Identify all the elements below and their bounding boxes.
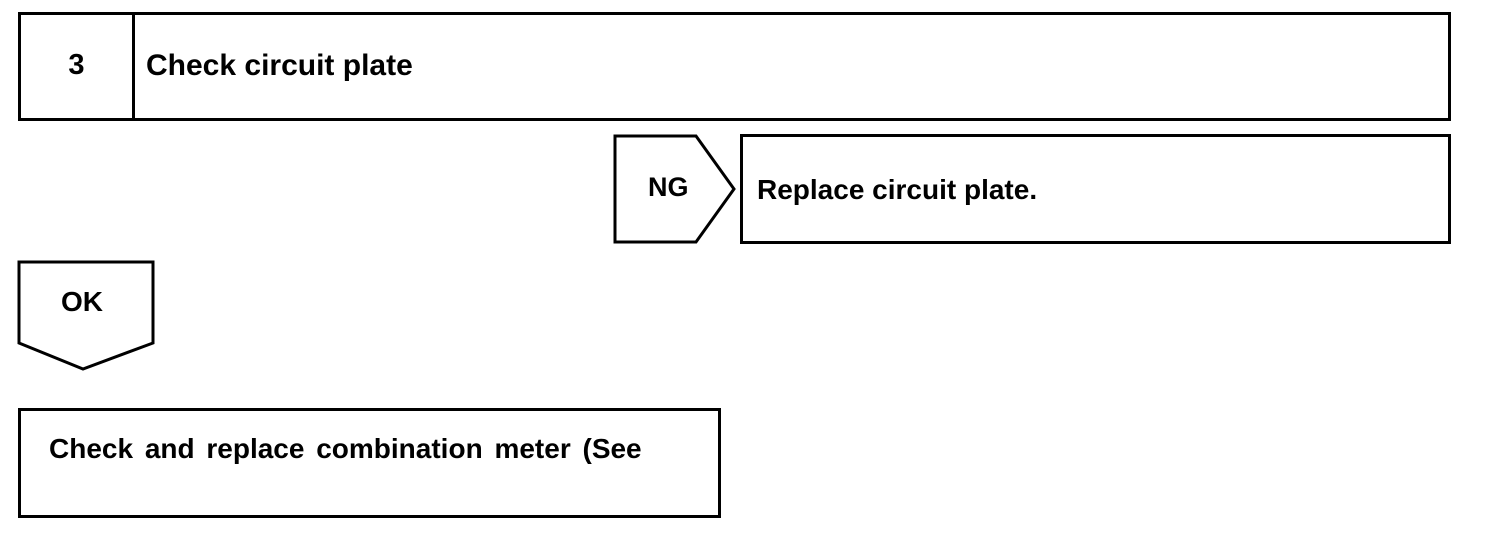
ok-arrow (17, 260, 155, 371)
step-number: 3 (68, 49, 85, 81)
ng-label: NG (648, 172, 689, 202)
ng-action-box: Replace circuit plate. (740, 134, 1451, 244)
ng-arrow (613, 134, 736, 244)
ok-action-text: Check and replace combination meter (See (49, 433, 642, 464)
step-title: Check circuit plate (146, 49, 413, 82)
step-number-divider (132, 15, 135, 118)
ok-label: OK (61, 286, 103, 317)
ng-action-text: Replace circuit plate. (757, 174, 1038, 205)
ok-action-box: Check and replace combination meter (See (18, 408, 721, 518)
step-header-box: 3 Check circuit plate (18, 12, 1451, 121)
